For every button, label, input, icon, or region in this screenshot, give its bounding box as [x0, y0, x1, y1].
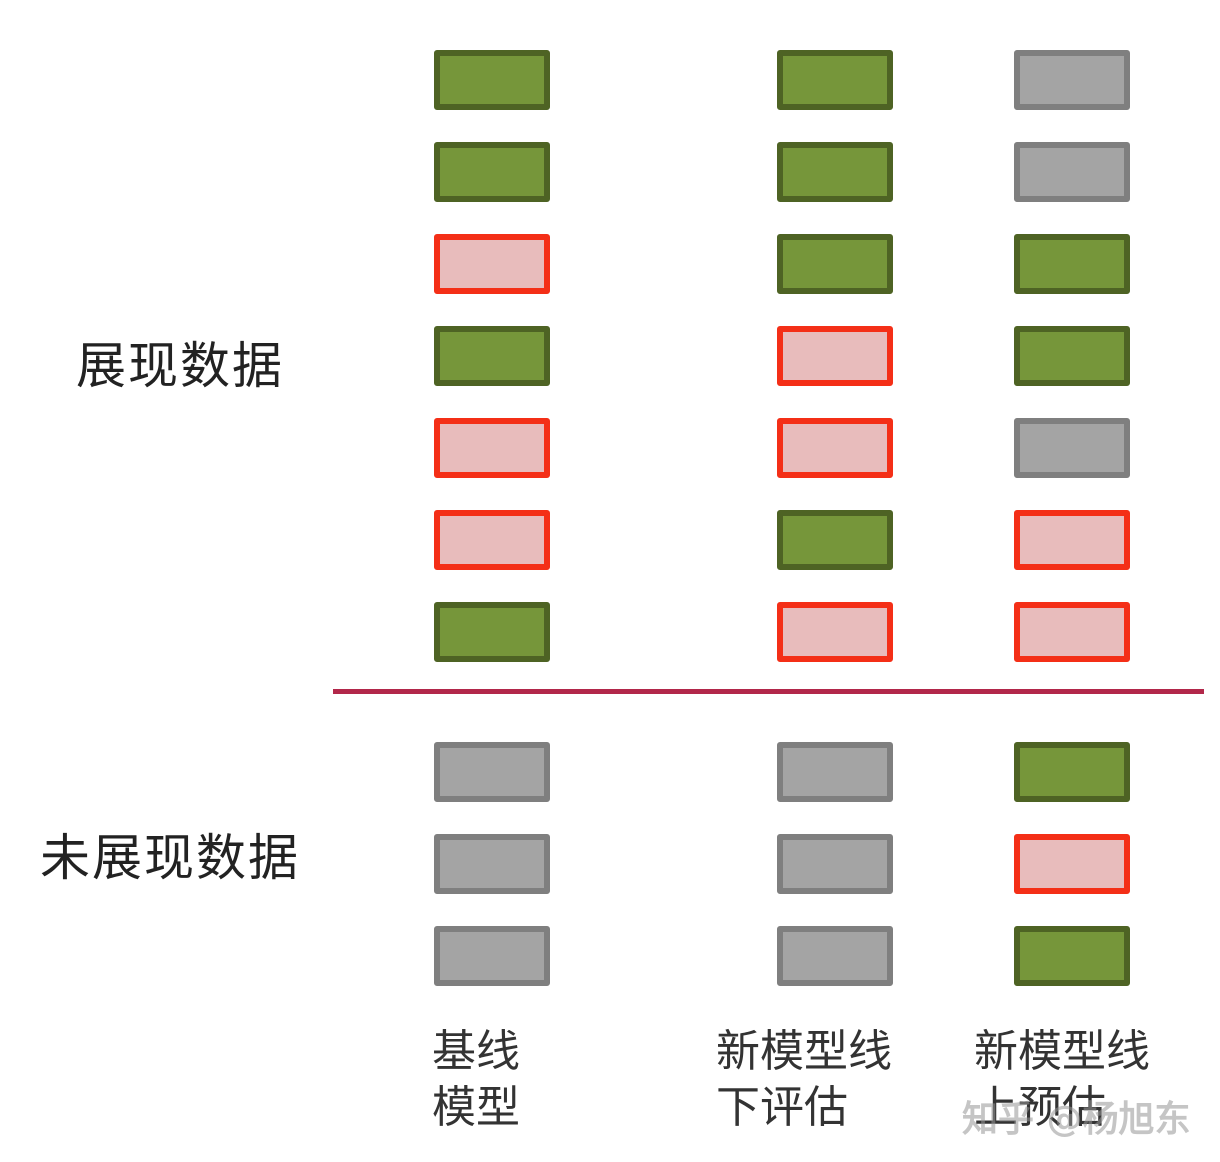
shown-box-gray [1014, 142, 1130, 202]
column-label-line1: 新模型线 [716, 1026, 892, 1077]
column-label-line1: 新模型线 [974, 1026, 1150, 1077]
shown-box-green [777, 234, 893, 294]
shown-box-red [777, 602, 893, 662]
column-label-online: 新模型线 上预估 [974, 1024, 1150, 1136]
unshown-box-gray [434, 926, 550, 986]
column-label-baseline: 基线 模型 [432, 1024, 520, 1136]
column-label-offline: 新模型线 下评估 [716, 1024, 892, 1136]
unshown-box-gray [777, 926, 893, 986]
shown-box-gray [1014, 50, 1130, 110]
shown-box-red [1014, 602, 1130, 662]
column-label-line1: 基线 [432, 1026, 520, 1077]
unshown-box-gray [434, 742, 550, 802]
unshown-box-gray [434, 834, 550, 894]
shown-data-label: 展现数据 [76, 337, 284, 395]
shown-box-green [1014, 234, 1130, 294]
shown-box-green [434, 326, 550, 386]
shown-box-red [777, 326, 893, 386]
column-label-line2: 上预估 [974, 1082, 1106, 1133]
shown-box-red [1014, 510, 1130, 570]
unshown-box-gray [777, 834, 893, 894]
shown-box-green [777, 50, 893, 110]
shown-box-red [434, 418, 550, 478]
unshown-data-label: 未展现数据 [40, 829, 300, 887]
column-label-line2: 模型 [432, 1082, 520, 1133]
divider-line [333, 689, 1204, 694]
shown-box-green [434, 142, 550, 202]
shown-box-green [434, 50, 550, 110]
watermark: 知乎 @杨旭东 [962, 1099, 1191, 1140]
shown-box-red [434, 234, 550, 294]
unshown-box-red [1014, 834, 1130, 894]
shown-box-green [1014, 326, 1130, 386]
shown-box-green [777, 142, 893, 202]
shown-box-red [777, 418, 893, 478]
column-label-line2: 下评估 [716, 1082, 848, 1133]
unshown-box-green [1014, 742, 1130, 802]
unshown-box-gray [777, 742, 893, 802]
shown-box-green [777, 510, 893, 570]
shown-box-green [434, 602, 550, 662]
unshown-box-green [1014, 926, 1130, 986]
shown-box-red [434, 510, 550, 570]
shown-box-gray [1014, 418, 1130, 478]
